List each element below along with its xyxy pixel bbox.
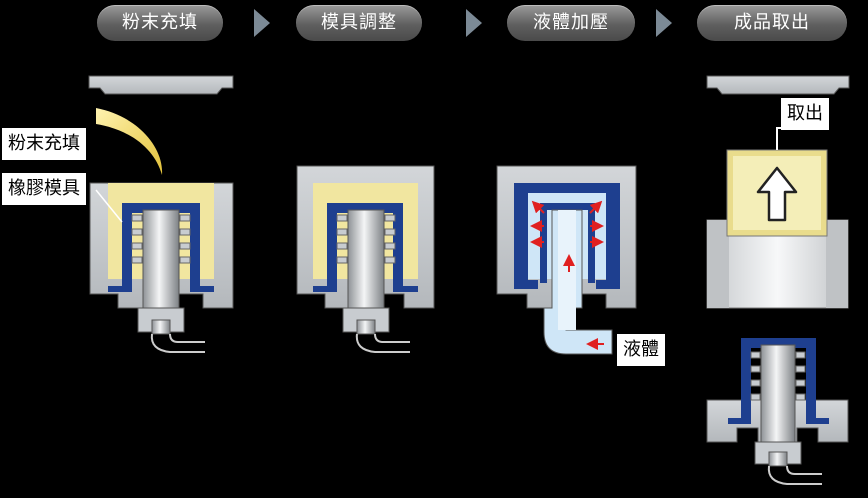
core-rod xyxy=(347,209,385,321)
mold-lid xyxy=(88,75,234,95)
chevron-right-icon xyxy=(254,9,270,37)
step-pill-mold-adjust: 模具調整 xyxy=(296,5,422,41)
rubber-mold xyxy=(728,338,829,424)
step-pill-liquid-pressurize: 液體加壓 xyxy=(507,5,635,41)
core-rod xyxy=(142,209,180,321)
up-arrow-icon xyxy=(756,166,798,222)
step-pill-product-remove: 成品取出 xyxy=(697,5,847,41)
chevron-right-icon xyxy=(466,9,482,37)
rubber-mold xyxy=(514,183,620,289)
stage-liquid-pressurize xyxy=(496,165,637,355)
step-pill-powder-fill: 粉末充填 xyxy=(97,5,223,41)
rubber-mold xyxy=(313,203,418,292)
callout-rubber-mold: 橡膠模具 xyxy=(2,173,86,205)
powder-fill-swoosh xyxy=(96,108,163,175)
callout-powder-fill: 粉末充填 xyxy=(2,128,86,160)
stage-mold-adjust xyxy=(296,165,435,353)
callout-remove: 取出 xyxy=(781,98,829,130)
chevron-right-icon xyxy=(656,9,672,37)
rubber-mold-inner xyxy=(540,203,595,283)
stage-product-remove xyxy=(706,75,850,485)
callout-liquid: 液體 xyxy=(617,334,665,366)
rubber-mold xyxy=(108,203,214,292)
mold-lid xyxy=(706,75,850,95)
pressure-arrows xyxy=(530,200,604,350)
core-rod xyxy=(760,344,796,456)
stage-powder-fill xyxy=(88,75,234,353)
